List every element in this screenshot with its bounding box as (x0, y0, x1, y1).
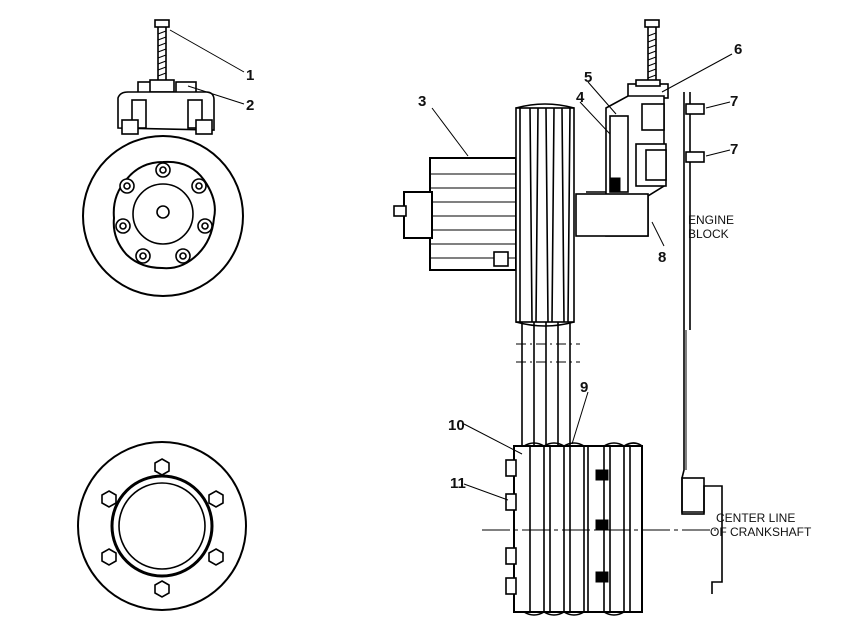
alternator-pulley-side (515, 103, 575, 327)
stud-lower (685, 151, 705, 163)
callout-9: 9 (580, 379, 588, 396)
callout-5: 5 (584, 69, 592, 86)
hub-bolt-holes (115, 162, 213, 264)
callout-7-upper: 7 (730, 93, 738, 110)
crankshaft-pulley-side (505, 442, 643, 616)
alternator-rear-cap (403, 191, 433, 239)
callout-7-lower: 7 (730, 141, 738, 158)
stud-upper (685, 103, 705, 115)
callout-1: 1 (246, 67, 254, 84)
annotations: ENGINE BLOCK CENTER LINE OF CRANKSHAFT (688, 213, 812, 539)
front-view-crankshaft-pulley (77, 441, 247, 611)
block-label: BLOCK (688, 227, 729, 241)
crank-pulley-disc (77, 441, 247, 611)
leader-lines (431, 53, 733, 501)
front-view-alternator (82, 19, 245, 297)
crankshaft-label: OF CRANKSHAFT (710, 525, 812, 539)
callout-4: 4 (576, 89, 585, 106)
alternator-mount-block (575, 193, 649, 237)
callout-11: 11 (450, 475, 466, 492)
side-view-assembly (393, 19, 733, 616)
engine-label: ENGINE (688, 213, 734, 227)
drive-belts (516, 322, 580, 446)
centerline-label: CENTER LINE (716, 511, 795, 525)
crank-pulley-bolts (101, 458, 224, 598)
bolt-head (154, 19, 170, 28)
callout-labels: 1 2 3 4 5 6 7 7 8 9 10 11 (246, 41, 742, 492)
callout-8: 8 (658, 249, 666, 266)
callout-2: 2 (246, 97, 254, 114)
callout-10: 10 (448, 417, 465, 434)
callout-3: 3 (418, 93, 426, 110)
callout-6: 6 (734, 41, 742, 58)
